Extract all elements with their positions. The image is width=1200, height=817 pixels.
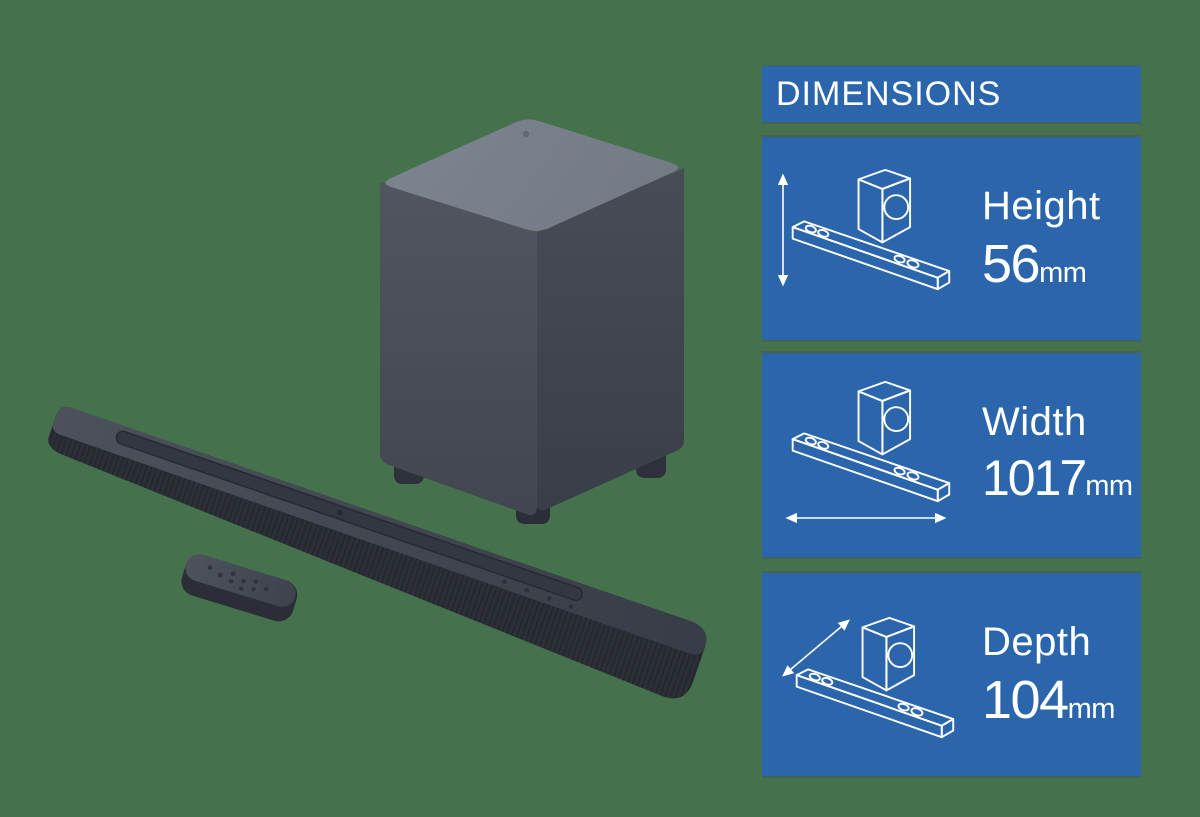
remote-buttons: [207, 565, 269, 592]
remote-control: [181, 554, 298, 622]
dimension-label: Height: [982, 184, 1101, 228]
dimensions-panel: DIMENSIONS Height 56mm: [762, 66, 1141, 777]
dimensions-header: DIMENSIONS: [762, 66, 1141, 122]
soundbar-subwoofer-icon: [784, 379, 956, 505]
dimension-unit: mm: [1085, 470, 1133, 503]
subwoofer: [380, 119, 684, 524]
soundbar-subwoofer-icon: [784, 167, 956, 293]
dimension-value: 56mm: [982, 234, 1087, 295]
dimensions-title: DIMENSIONS: [776, 75, 1002, 113]
dimension-text-height: Height 56mm: [982, 181, 1140, 295]
soundbar-top-buttons: [501, 579, 574, 609]
dimension-label: Width: [982, 400, 1087, 444]
dimension-card-depth: Depth 104mm: [762, 573, 1141, 776]
soundbar-subwoofer-icon: [788, 615, 960, 741]
dimension-unit: mm: [1039, 257, 1087, 290]
dimension-text-width: Width 1017mm: [982, 397, 1140, 507]
dimension-text-depth: Depth 104mm: [982, 617, 1140, 731]
diagonal-double-arrow-icon: [782, 619, 850, 677]
subwoofer-logo-dot: [522, 130, 530, 138]
dimension-value: 104mm: [982, 670, 1116, 731]
dimension-card-width: Width 1017mm: [762, 353, 1141, 557]
dimension-card-height: Height 56mm: [762, 137, 1141, 340]
dimension-label: Depth: [982, 620, 1092, 664]
vertical-double-arrow-icon: [777, 173, 789, 287]
soundbar-logo-dot: [336, 509, 343, 516]
product-photo: [48, 119, 707, 699]
soundbar-top-channel: [115, 430, 584, 602]
soundbar: [48, 406, 707, 699]
horizontal-double-arrow-icon: [785, 512, 947, 524]
dimension-value: 1017mm: [982, 450, 1133, 507]
dimension-unit: mm: [1067, 693, 1116, 726]
